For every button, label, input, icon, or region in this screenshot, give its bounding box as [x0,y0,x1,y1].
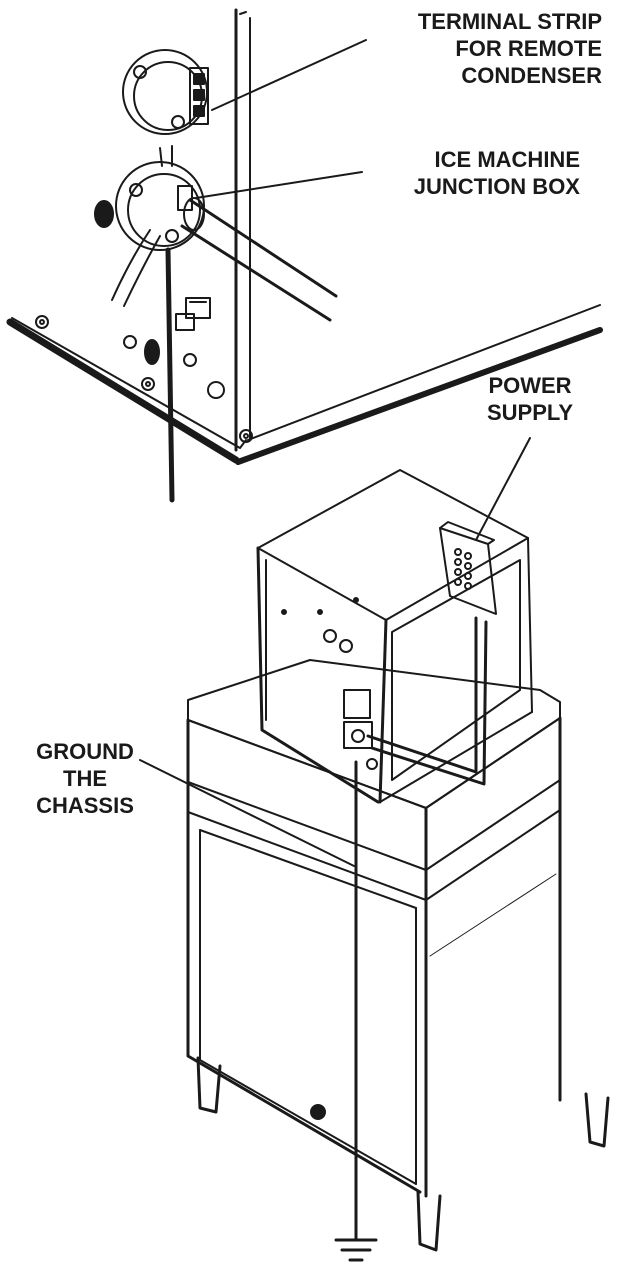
ground-leader [139,759,355,867]
junction-box-leader [195,171,363,199]
ground-chassis-label: GROUND THE CHASSIS [10,738,160,819]
terminal-strip-leader [211,39,367,111]
junction-detail-inset [6,8,603,503]
ground-chassis-label-line1: GROUND [36,739,134,764]
terminal-strip-label: TERMINAL STRIP FOR REMOTE CONDENSER [352,8,602,89]
power-supply-label: POWER SUPPLY [470,372,590,426]
ground-chassis-label-line2: THE [63,766,107,791]
junction-box-label: ICE MACHINE JUNCTION BOX [340,146,580,200]
terminal-strip-label-line3: CONDENSER [461,63,602,88]
terminal-strip-label-line2: FOR REMOTE [455,36,602,61]
ground-chassis-label-line3: CHASSIS [36,793,134,818]
junction-box-label-line2: JUNCTION BOX [413,174,580,199]
power-supply-label-line2: SUPPLY [486,400,573,425]
power-supply-label-line1: POWER [488,373,572,398]
ice-machine-assembly [186,469,610,1262]
power-supply-terminals [454,548,472,590]
power-supply-leader [475,437,531,541]
junction-box-label-line1: ICE MACHINE [434,147,580,172]
terminal-strip-label-line1: TERMINAL STRIP [417,9,602,34]
